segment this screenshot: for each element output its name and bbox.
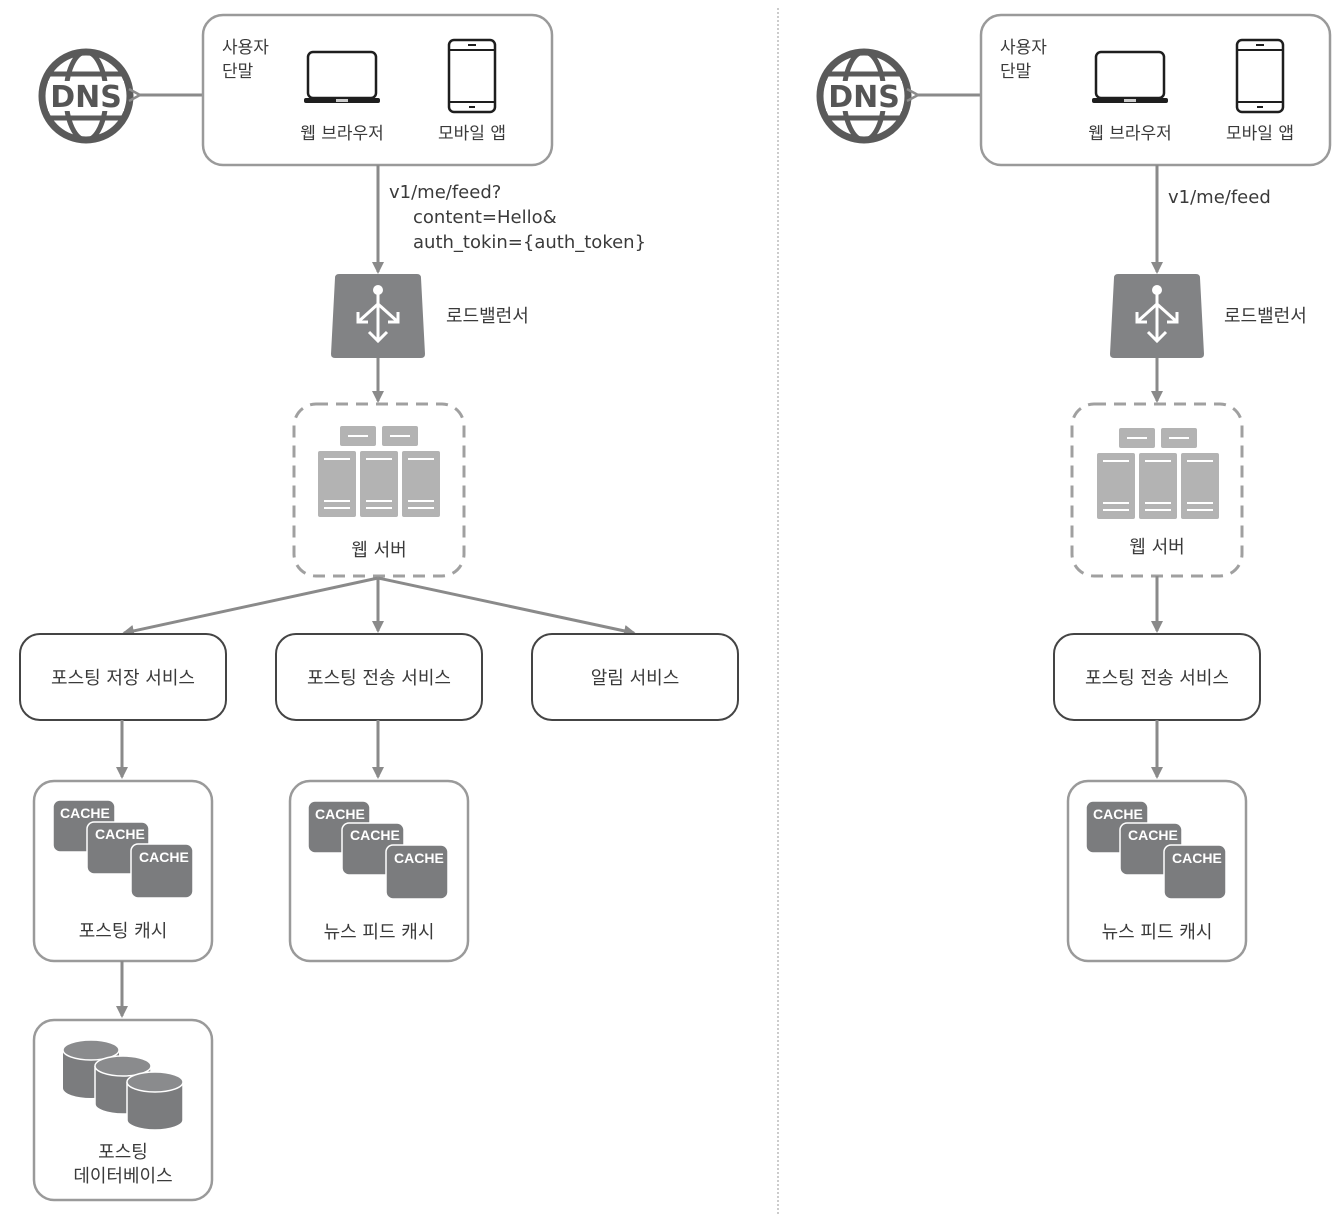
load-balancer-icon [1108, 272, 1206, 360]
left-diagram: DNS 사용자 단말 웹 브라우저 모바일 앱 v1/me/feed? cont… [19, 13, 739, 1202]
dns-label: DNS [828, 80, 900, 115]
post-cache-label: 포스팅 캐시 [79, 921, 168, 942]
web-to-notification-arrow [377, 576, 636, 637]
client-label-line2: 단말 [222, 62, 254, 82]
notification-service-label: 알림 서비스 [591, 668, 680, 689]
cache-icon: CACHE CACHE CACHE [52, 799, 194, 899]
request-line1: v1/me/feed? [389, 182, 501, 203]
client-label-line1: 사용자 [1000, 38, 1047, 58]
web-server-label: 웹 서버 [1129, 537, 1184, 558]
news-feed-cache-box: CACHE CACHE CACHE 뉴스 피드 캐시 [288, 779, 470, 963]
web-server-group: 웹 서버 [1070, 402, 1244, 578]
load-balancer-label: 로드밸런서 [446, 306, 529, 327]
mobile-app-label: 모바일 앱 [438, 124, 506, 144]
post-delivery-service: 포스팅 전송 서비스 [275, 633, 483, 721]
load-balancer-icon [329, 272, 427, 360]
post-delivery-service: 포스팅 전송 서비스 [1053, 633, 1261, 721]
notification-service: 알림 서비스 [531, 633, 739, 721]
client-label-line1: 사용자 [222, 38, 269, 58]
post-db-label-line1: 포스팅 [98, 1142, 148, 1163]
mobile-app-label: 모바일 앱 [1226, 124, 1294, 144]
web-to-post-storage-arrow [122, 576, 379, 637]
post-database-box: 포스팅 데이터베이스 [32, 1018, 214, 1202]
cache-label: CACHE [60, 805, 110, 821]
post-db-label-line2: 데이터베이스 [73, 1166, 172, 1187]
news-feed-cache-label: 뉴스 피드 캐시 [324, 922, 435, 943]
web-server-icon [317, 425, 441, 518]
cache-label: CACHE [95, 826, 145, 842]
cache-icon: CACHE CACHE CACHE [1085, 800, 1227, 900]
cache-icon: CACHE CACHE CACHE [307, 800, 449, 900]
web-server-label: 웹 서버 [351, 540, 406, 561]
load-balancer-label: 로드밸런서 [1224, 306, 1307, 327]
client-devices-box: 사용자 단말 웹 브라우저 모바일 앱 [201, 13, 554, 167]
cache-label: CACHE [1093, 806, 1143, 822]
post-storage-service: 포스팅 저장 서비스 [19, 633, 227, 721]
cache-label: CACHE [315, 806, 365, 822]
post-delivery-service-label: 포스팅 전송 서비스 [307, 668, 451, 689]
cache-label: CACHE [1128, 827, 1178, 843]
news-feed-cache-label: 뉴스 피드 캐시 [1102, 922, 1213, 943]
right-diagram: DNS 사용자 단말 웹 브라우저 모바일 앱 v1/me/feed 로드밸런서… [820, 13, 1332, 963]
request-line3: auth_tokin={auth_token} [413, 232, 646, 253]
cache-label: CACHE [394, 850, 444, 866]
web-server-group: 웹 서버 [292, 402, 466, 578]
post-delivery-service-label: 포스팅 전송 서비스 [1085, 668, 1229, 689]
dns-icon: DNS [820, 52, 908, 140]
news-feed-cache-box: CACHE CACHE CACHE 뉴스 피드 캐시 [1066, 779, 1248, 963]
dns-label: DNS [50, 80, 122, 115]
web-server-icon [1096, 427, 1220, 520]
client-label-line2: 단말 [1000, 62, 1032, 82]
dns-icon: DNS [42, 52, 130, 140]
client-devices-box: 사용자 단말 웹 브라우저 모바일 앱 [979, 13, 1332, 167]
request-line2: content=Hello& [413, 207, 557, 228]
post-cache-box: CACHE CACHE CACHE 포스팅 캐시 [32, 779, 214, 963]
post-storage-service-label: 포스팅 저장 서비스 [51, 668, 195, 689]
web-browser-label: 웹 브라우저 [1088, 124, 1172, 144]
cache-label: CACHE [139, 849, 189, 865]
cache-label: CACHE [1172, 850, 1222, 866]
request-line1: v1/me/feed [1168, 187, 1271, 208]
web-browser-label: 웹 브라우저 [300, 124, 384, 144]
cache-label: CACHE [350, 827, 400, 843]
